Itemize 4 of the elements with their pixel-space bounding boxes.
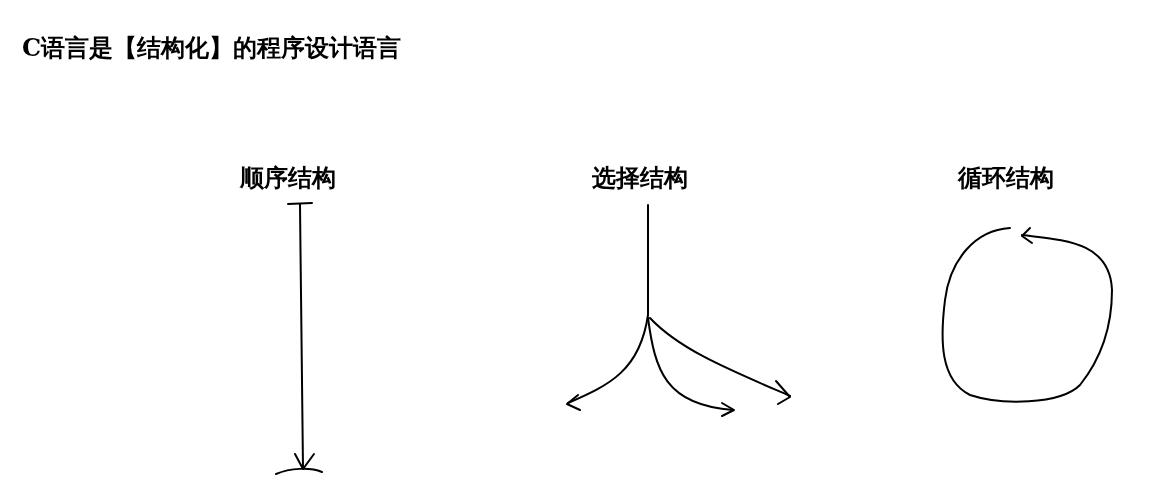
structure-label: 循环结构 [958, 162, 1054, 194]
title: C语言是【结构化】的程序设计语言 [22, 32, 402, 64]
structure-label: 顺序结构 [240, 162, 336, 194]
structure-label: 选择结构 [592, 162, 688, 194]
